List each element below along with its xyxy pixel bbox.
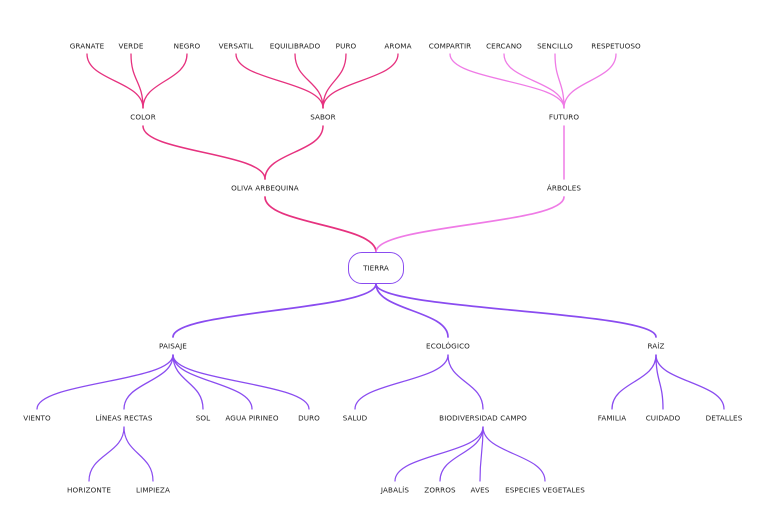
- edge-ecologico-biodiversidad: [447, 354, 484, 410]
- node-ecologico: ECOLÓGICO: [424, 340, 472, 352]
- leaf-aves: AVES: [468, 484, 492, 496]
- node-raiz: RAÍZ: [645, 340, 667, 352]
- root-node-box[interactable]: [348, 252, 404, 284]
- node-oliva-arbequina: OLIVA ARBEQUINA: [229, 182, 301, 194]
- leaf-zorros: ZORROS: [422, 484, 458, 496]
- root-node-label: TIERRA: [363, 263, 389, 273]
- node-paisaje: PAISAJE: [157, 340, 189, 352]
- leaf-biodiversidad-campo: BIODIVERSIDAD CAMPO: [437, 412, 529, 424]
- leaf-limpieza: LIMPIEZA: [134, 484, 172, 496]
- edge-color-negro: [142, 53, 188, 109]
- edge-futuro-sencillo: [554, 53, 565, 109]
- edge-paisaje-sol: [172, 354, 204, 410]
- edge-futuro-cercano: [503, 53, 565, 109]
- edge-sabor-puro: [322, 53, 347, 109]
- leaf-compartir: COMPARTIR: [426, 40, 474, 52]
- edge-sabor-aroma: [322, 53, 399, 109]
- leaf-sencillo: SENCILLO: [535, 40, 575, 52]
- edge-biodiversidad-aves: [479, 426, 484, 482]
- edge-futuro-respetuoso: [563, 53, 617, 109]
- edge-root-arboles: [375, 196, 565, 253]
- edge-biodiversidad-especies-vegetales: [482, 426, 546, 482]
- edge-oliva-color: [142, 125, 266, 180]
- leaf-puro: PURO: [333, 40, 359, 52]
- leaf-agua-pirineo: AGUA PIRINEO: [223, 412, 281, 424]
- edge-sabor-versatil: [235, 53, 324, 109]
- edge-paisaje-duro: [172, 354, 310, 410]
- edge-futuro-compartir: [449, 53, 565, 109]
- leaf-respetuoso: RESPETUOSO: [589, 40, 643, 52]
- edge-color-verde: [130, 53, 144, 109]
- leaf-horizonte: HORIZONTE: [65, 484, 113, 496]
- edge-root-oliva: [264, 196, 377, 253]
- edge-paisaje-lineas-rectas: [123, 354, 174, 410]
- edge-raiz-familia: [611, 354, 657, 410]
- edge-color-granate: [86, 53, 144, 109]
- node-arboles: ÁRBOLES: [544, 182, 584, 194]
- leaf-familia: FAMILIA: [595, 412, 629, 424]
- leaf-especies-vegetales: ESPECIES VEGETALES: [503, 484, 587, 496]
- leaf-duro: DURO: [296, 412, 322, 424]
- edge-raiz-cuidado: [655, 354, 664, 410]
- edge-sabor-equilibrado: [294, 53, 324, 109]
- leaf-versatil: VERSATIL: [216, 40, 256, 52]
- leaf-cuidado: CUIDADO: [643, 412, 683, 424]
- edge-oliva-sabor: [264, 125, 324, 180]
- edge-root-ecologico: [375, 283, 449, 338]
- edge-ecologico-salud: [354, 354, 449, 410]
- leaf-viento: VIENTO: [21, 412, 53, 424]
- edge-lineas-limpieza: [123, 426, 154, 482]
- edge-root-paisaje: [172, 283, 377, 338]
- leaf-aroma: AROMA: [382, 40, 414, 52]
- leaf-detalles: DETALLES: [703, 412, 745, 424]
- edge-lineas-horizonte: [88, 426, 125, 482]
- edge-paisaje-viento: [36, 354, 174, 410]
- node-futuro: FUTURO: [546, 111, 582, 123]
- leaf-salud: SALUD: [340, 412, 370, 424]
- edge-paisaje-agua-pirineo: [172, 354, 253, 410]
- edge-biodiversidad-zorros: [439, 426, 484, 482]
- leaf-equilibrado: EQUILIBRADO: [267, 40, 323, 52]
- leaf-granate: GRANATE: [67, 40, 107, 52]
- node-sabor: SABOR: [308, 111, 338, 123]
- leaf-sol: SOL: [193, 412, 213, 424]
- edge-biodiversidad-jabalis: [394, 426, 484, 482]
- edge-root-raiz: [375, 283, 657, 338]
- edge-raiz-detalles: [655, 354, 725, 410]
- leaf-verde: VERDE: [116, 40, 146, 52]
- leaf-lineas-rectas: LÍNEAS RECTAS: [93, 412, 155, 424]
- node-color: COLOR: [128, 111, 158, 123]
- leaf-jabalis: JABALÍS: [378, 484, 412, 496]
- leaf-negro: NEGRO: [171, 40, 203, 52]
- leaf-cercano: CERCANO: [484, 40, 524, 52]
